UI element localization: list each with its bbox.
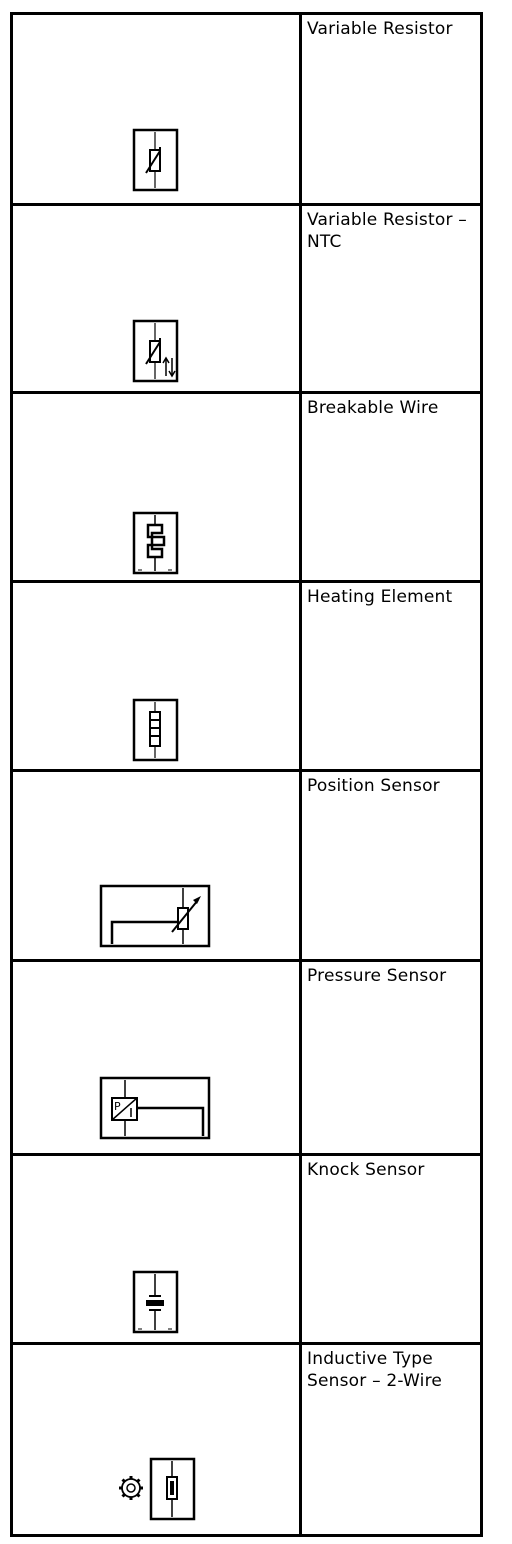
symbol-label: Variable Resistor	[299, 12, 483, 206]
breakable-wire-icon	[132, 511, 179, 575]
table-row: Variable Resistor – NTC	[10, 203, 483, 394]
table-row: Knock Sensor	[10, 1153, 483, 1345]
table-row: P Pressure Sensor	[10, 959, 483, 1156]
symbol-cell: P	[10, 959, 302, 1156]
symbol-label: Inductive Type Sensor – 2-Wire	[299, 1342, 483, 1537]
pressure-sensor-icon: P	[99, 1076, 211, 1140]
position-sensor-icon	[99, 884, 211, 948]
symbol-cell	[10, 12, 302, 206]
symbol-cell	[10, 1153, 302, 1345]
table-row: Inductive Type Sensor – 2-Wire	[10, 1342, 483, 1537]
symbol-label: Variable Resistor – NTC	[299, 203, 483, 394]
inductive-sensor-icon	[119, 1457, 196, 1521]
table-row: Position Sensor	[10, 769, 483, 962]
table-row: Heating Element	[10, 580, 483, 772]
knock-sensor-icon	[132, 1270, 179, 1334]
symbol-cell	[10, 769, 302, 962]
pressure-symbol-text: P	[114, 1100, 121, 1113]
variable-resistor-icon	[132, 128, 179, 192]
symbol-cell	[10, 1342, 302, 1537]
symbol-label: Pressure Sensor	[299, 959, 483, 1156]
variable-resistor-ntc-icon	[132, 319, 179, 383]
symbol-label: Breakable Wire	[299, 391, 483, 583]
symbol-label: Heating Element	[299, 580, 483, 772]
symbol-cell	[10, 391, 302, 583]
symbol-label: Position Sensor	[299, 769, 483, 962]
heating-element-icon	[132, 698, 179, 762]
gear-icon	[119, 1476, 143, 1500]
symbol-label: Knock Sensor	[299, 1153, 483, 1345]
symbol-cell	[10, 580, 302, 772]
table-row: Breakable Wire	[10, 391, 483, 583]
symbol-cell	[10, 203, 302, 394]
table-row: Variable Resistor	[10, 12, 483, 206]
symbol-table: Variable Resistor Variable Resistor – NT…	[10, 12, 483, 1537]
